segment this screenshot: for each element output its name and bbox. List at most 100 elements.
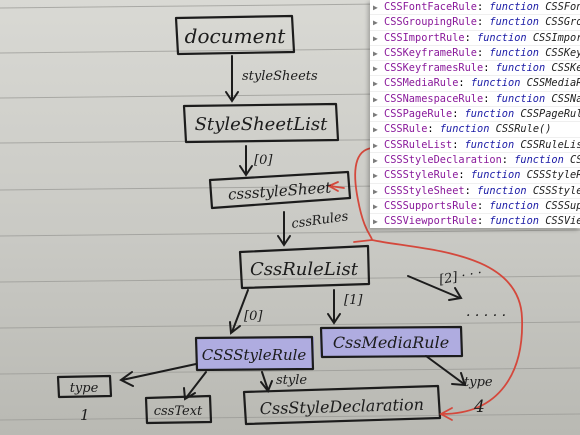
separator: :	[427, 123, 440, 136]
node-document: document	[185, 24, 287, 48]
console-row[interactable]: ▶ CSSStyleRule: function CSSStyleRule()	[370, 168, 580, 184]
expand-triangle-icon[interactable]: ▶	[373, 79, 378, 89]
box-cssmediarule	[319, 325, 464, 359]
function-signature: CSSPageRule()	[520, 108, 580, 121]
function-keyword: function	[495, 62, 546, 75]
property-name: CSSPageRule	[384, 108, 453, 121]
console-rows: ▶CSSFontFaceRule: function CSSFontFaceRu…	[370, 0, 580, 228]
node-stylesheetlist: StyleSheetList	[195, 114, 329, 135]
property-name: CSSStyleRule	[384, 169, 459, 182]
property-name: CSSGroupingRule	[384, 16, 477, 29]
property-name: CSSImportRule	[384, 31, 465, 44]
function-signature: CSSViewportRule()	[545, 215, 580, 228]
separator: :	[501, 153, 515, 166]
expand-triangle-icon[interactable]: ▶	[373, 125, 378, 135]
node-cssstyledeclaration: CssStyleDeclaration	[260, 395, 425, 418]
expand-triangle-icon[interactable]: ▶	[373, 48, 378, 58]
console-row[interactable]: ▶ CSSKeyframeRule: function CSSKeyframeRu…	[370, 46, 580, 62]
expand-triangle-icon[interactable]: ▶	[373, 171, 378, 181]
function-keyword: function	[464, 138, 515, 151]
node-cssrulelist: CssRuleList	[250, 259, 359, 280]
separator: :	[464, 31, 477, 44]
property-name: CSSSupportsRule	[384, 199, 477, 212]
console-row[interactable]: ▶CSSGroupingRule: function CSSGroupingRu…	[370, 15, 580, 31]
box-cssstyledeclaration	[242, 384, 442, 426]
function-signature: CSSGroupingRule()	[545, 16, 580, 29]
console-row[interactable]: ▶CSSKeyframesRule: function CSSKeyframes…	[370, 61, 580, 77]
function-signature: CSSImportRule()	[532, 31, 580, 44]
expand-triangle-icon[interactable]: ▶	[373, 155, 378, 165]
console-row[interactable]: ▶CSSStyleDeclaration: function CSSStyleD…	[370, 153, 580, 169]
console-row[interactable]: ▶CSSSupportsRule: function CSSSupportsRu…	[370, 199, 580, 215]
console-row[interactable]: ▶CSSRuleList: function CSSRuleList()	[370, 138, 580, 153]
separator: :	[477, 16, 490, 29]
console-row[interactable]: ▶CSSPageRule: function CSSPageRule()	[370, 107, 580, 123]
box-document	[174, 14, 296, 56]
function-signature: CSSStyleRule()	[526, 169, 580, 182]
separator: :	[452, 108, 465, 121]
label-index0-a: [0]	[254, 153, 273, 168]
function-signature: CSSStyleDeclaration()	[570, 153, 580, 166]
devtools-console-panel: ▶CSSFontFaceRule: function CSSFontFaceRu…	[370, 0, 580, 228]
expand-triangle-icon[interactable]: ▶	[373, 18, 378, 28]
separator: :	[458, 77, 471, 90]
function-keyword: function	[489, 46, 540, 59]
console-row[interactable]: ▶CSSNamespaceRule: function CSSNamespace…	[370, 92, 580, 108]
box-stylesheetlist	[182, 102, 340, 144]
console-row[interactable]: ▶CSSViewportRule: function CSSViewportRu…	[370, 214, 580, 228]
expand-triangle-icon[interactable]: ▶	[373, 64, 378, 74]
property-name: CSSKeyframeRule	[384, 46, 477, 59]
property-name: CSSRuleList	[384, 138, 453, 151]
function-signature: CSSRule()	[495, 123, 552, 136]
expand-triangle-icon[interactable]: ▶	[373, 186, 378, 196]
arrows	[119, 55, 467, 401]
highlight-cssstylerule	[196, 337, 314, 370]
expand-triangle-icon[interactable]: ▶	[373, 33, 378, 43]
label-index1: [1]	[344, 293, 363, 308]
expand-triangle-icon[interactable]: ▶	[373, 3, 378, 12]
node-type: type	[70, 381, 99, 396]
expand-triangle-icon[interactable]: ▶	[373, 140, 378, 150]
function-keyword: function	[489, 215, 540, 228]
expand-triangle-icon[interactable]: ▶	[373, 110, 378, 120]
function-signature: CSSKeyframeRule()	[545, 46, 580, 59]
separator: :	[464, 184, 477, 197]
console-row[interactable]: ▶CSSFontFaceRule: function CSSFontFaceRu…	[370, 0, 580, 16]
function-keyword: function	[495, 92, 546, 105]
function-signature: CSSMediaRule()	[526, 77, 580, 90]
red-connector	[326, 147, 523, 421]
console-row[interactable]: ▶CSSStyleSheet: function CSSStyleSheet()	[370, 184, 580, 199]
function-signature: CSSStyleSheet()	[532, 184, 580, 197]
property-name: CSSViewportRule	[384, 215, 477, 228]
console-row[interactable]: ▶CSSMediaRule: function CSSMediaRule()	[370, 76, 580, 92]
function-signature: CSSFontFaceRule()	[545, 1, 580, 13]
function-keyword: function	[439, 123, 490, 136]
console-row[interactable]: ▶ CSSRule: function CSSRule()	[370, 122, 580, 138]
function-signature: CSSNamespaceRule()	[551, 92, 580, 105]
expand-triangle-icon[interactable]: ▶	[373, 201, 378, 211]
highlight-cssmediarule	[320, 327, 462, 357]
property-name: CSSStyleSheet	[384, 184, 465, 197]
ruled-lines	[0, 1, 580, 421]
function-keyword: function	[514, 153, 564, 166]
separator: :	[458, 169, 471, 182]
label-cssrules: cssRules	[290, 209, 349, 232]
property-name: CSSRule	[384, 123, 428, 136]
box-cssstylesheet	[208, 170, 352, 210]
box-type	[56, 374, 113, 399]
box-cssstylerule	[194, 335, 315, 372]
separator: :	[477, 46, 490, 59]
expand-triangle-icon[interactable]: ▶	[373, 94, 378, 104]
separator: :	[483, 62, 496, 75]
node-cssstylerule: CSSStyleRule	[202, 346, 307, 364]
property-name: CSSMediaRule	[384, 77, 459, 90]
property-name: CSSNamespaceRule	[384, 92, 484, 105]
console-row[interactable]: ▶CSSImportRule: function CSSImportRule()	[370, 31, 580, 46]
function-signature: CSSSupportsRule()	[545, 199, 580, 212]
label-index0-b: [0]	[244, 309, 263, 324]
function-keyword: function	[470, 169, 521, 182]
node-csstext: cssText	[154, 404, 203, 419]
function-keyword: function	[489, 199, 540, 212]
expand-triangle-icon[interactable]: ▶	[373, 217, 378, 227]
